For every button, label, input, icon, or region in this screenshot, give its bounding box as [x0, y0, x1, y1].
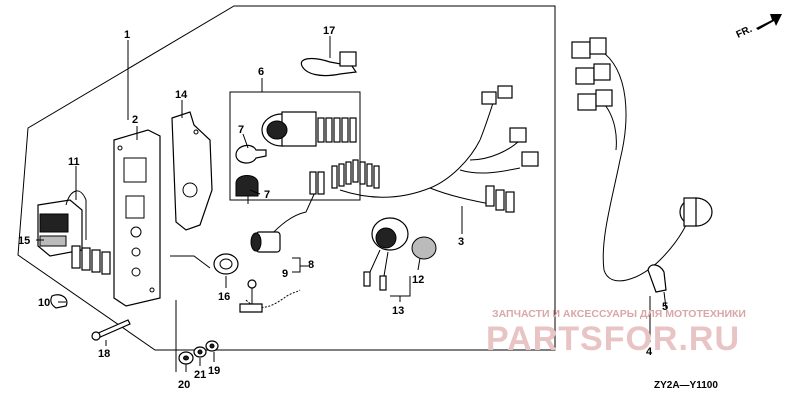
label-5: 5: [662, 301, 668, 313]
direction-indicator: FR.: [735, 14, 782, 41]
direction-label: FR.: [735, 24, 754, 41]
label-3: 3: [458, 236, 464, 248]
label-9: 9: [282, 268, 288, 280]
part-ignition-switch: [229, 91, 361, 204]
part-panel-plate: [113, 129, 161, 307]
part-buzzer: [363, 217, 437, 291]
label-1: 1: [124, 29, 130, 41]
part-bracket: [171, 111, 213, 231]
part-clip: [300, 51, 358, 77]
part-grommet: [213, 253, 239, 275]
label-20: 20: [178, 379, 190, 391]
label-14: 14: [175, 89, 188, 101]
label-7b: 7: [264, 189, 270, 201]
arrow-icon: [756, 14, 782, 30]
part-switch-box: [37, 190, 111, 275]
label-6: 6: [258, 66, 264, 78]
part-sub-harness: [571, 37, 713, 293]
label-2: 2: [132, 114, 138, 126]
label-19: 19: [208, 365, 220, 377]
label-13: 13: [392, 305, 404, 317]
label-17: 17: [323, 25, 335, 37]
label-10: 10: [38, 297, 50, 309]
label-11: 11: [68, 156, 80, 168]
part-stop-switch: [239, 171, 325, 313]
label-4: 4: [646, 346, 653, 358]
label-15: 15: [18, 235, 30, 247]
label-16: 16: [218, 291, 230, 303]
assembly-frame: [17, 5, 556, 351]
part-wire-harness: [331, 85, 539, 213]
watermark-logo: PARTSFOR.RU: [486, 320, 740, 358]
label-7a: 7: [238, 124, 244, 136]
watermark: ЗАПЧАСТИ И АКСЕССУАРЫ ДЛЯ МОТОТЕХНИКИ PA…: [486, 308, 746, 358]
part-labels: 1 2 3 4 5 6 7 7 8 9 10 11 12 13 14 15 16…: [18, 25, 668, 391]
part-hardware: [50, 294, 219, 365]
label-21: 21: [194, 369, 206, 381]
leader-lines: [36, 36, 667, 372]
watermark-caption: ЗАПЧАСТИ И АКСЕССУАРЫ ДЛЯ МОТОТЕХНИКИ: [492, 308, 746, 320]
diagram-code: ZY2A—Y1100: [654, 380, 718, 391]
label-18: 18: [98, 348, 110, 360]
label-8: 8: [308, 259, 314, 271]
label-12: 12: [412, 274, 424, 286]
